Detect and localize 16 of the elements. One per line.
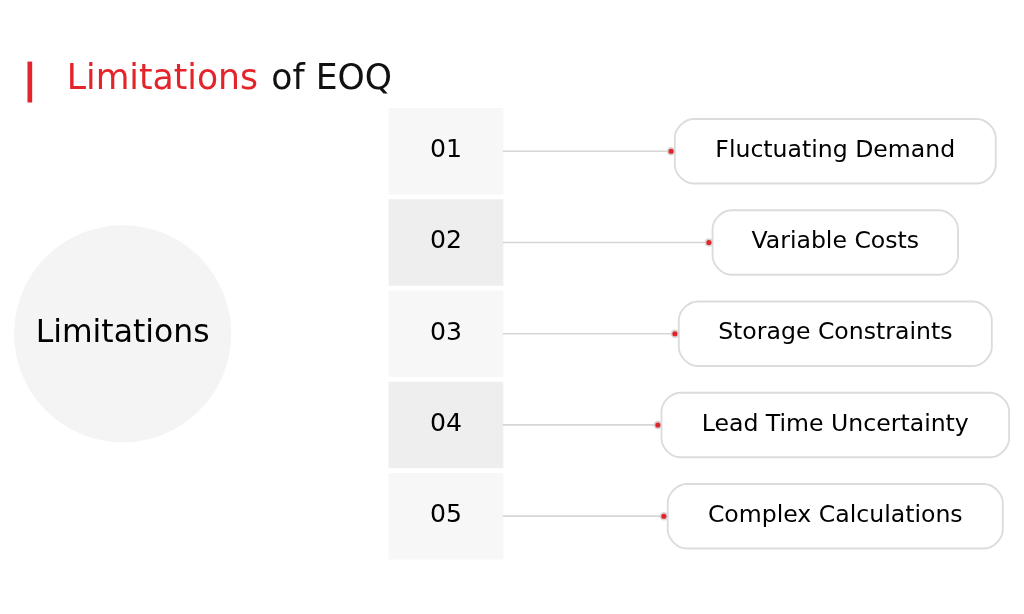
node-box: Storage Constraints — [677, 300, 993, 367]
node-box: Fluctuating Demand — [673, 118, 997, 185]
connector — [501, 146, 676, 156]
node-box: Variable Costs — [711, 209, 959, 276]
connector — [501, 511, 669, 521]
node-box: 01 — [388, 108, 504, 195]
connector — [501, 420, 663, 430]
node-box: Complex Calculations — [666, 483, 1004, 550]
diagram-title: Limitations of EOQ — [66, 57, 392, 98]
node-box: Lead Time Uncertainty — [660, 391, 1011, 459]
connector — [501, 329, 680, 339]
node-box: 04 — [388, 381, 504, 469]
node-box: 03 — [388, 290, 504, 377]
node-box: 05 — [388, 472, 504, 560]
connector — [501, 238, 714, 247]
node-box: 02 — [388, 199, 504, 286]
